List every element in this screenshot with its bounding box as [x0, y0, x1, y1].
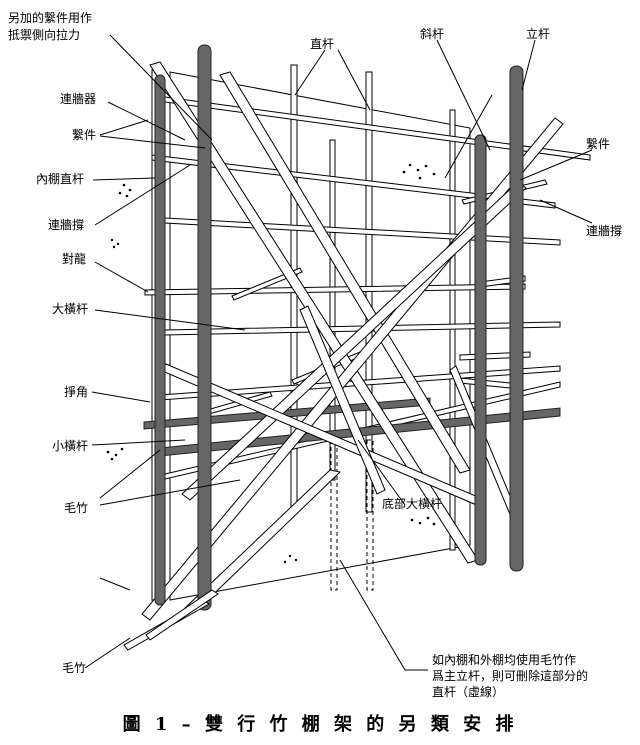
label-corner-brace: 掙角 [64, 385, 88, 399]
figure-caption: 圖 1 – 雙 行 竹 棚 架 的 另 類 安 排 [123, 713, 518, 735]
label-tie-left: 繫件 [72, 127, 96, 142]
label-diagonal: 斜杆 [420, 27, 444, 41]
label-ledger: 大橫杆 [52, 302, 88, 316]
label-note-3: 直杆（虛線） [432, 684, 504, 699]
label-standard: 直杆 [310, 37, 334, 51]
wall-texture [106, 163, 436, 564]
label-note-1: 如內棚和外棚均使用毛竹作 [432, 652, 576, 667]
label-wall-brace-right: 連牆撐 [586, 223, 622, 238]
label-upright: 立杆 [526, 26, 550, 41]
label-bamboo-mid: 毛竹 [64, 501, 88, 515]
bamboo-tails [123, 589, 219, 651]
label-cross-brace: 對龍 [62, 251, 86, 266]
label-wall-connector: 連牆器 [60, 91, 96, 106]
diagonal-braces [141, 61, 564, 621]
label-bamboo-bottom: 毛竹 [62, 661, 86, 675]
label-transom: 小橫杆 [52, 439, 88, 453]
label-extra-ties-1: 另加的繫件用作 [8, 10, 92, 25]
label-inner-standard: 內棚直杆 [36, 171, 84, 186]
label-bottom-ledger: 底部大橫杆 [382, 496, 442, 511]
label-extra-ties-2: 抵禦側向拉力 [8, 27, 80, 42]
label-note-2: 爲主立杆，則可刪除這部分的 [432, 668, 588, 683]
label-tie-right: 繫件 [586, 136, 610, 151]
leader-lines [84, 34, 593, 671]
label-wall-brace-left: 連牆撐 [48, 217, 84, 232]
bamboo-poles [154, 44, 524, 611]
